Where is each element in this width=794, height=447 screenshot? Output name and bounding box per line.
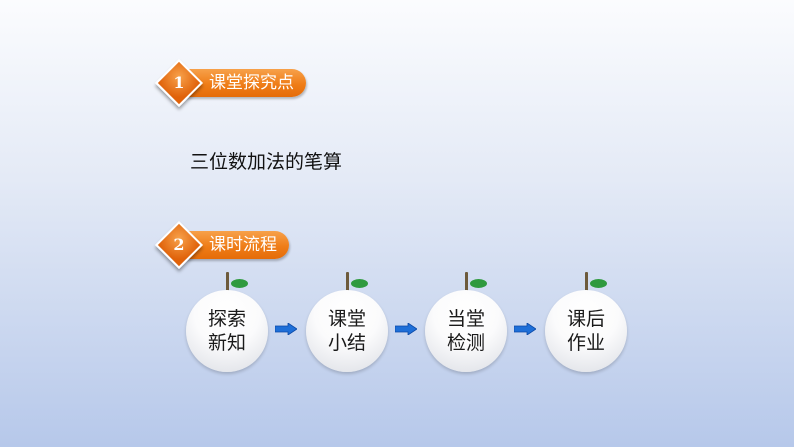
- flow-step-bubble: 探索 新知: [186, 290, 268, 372]
- flow-step-2[interactable]: 课堂 小结: [306, 272, 388, 380]
- stem-icon: [585, 272, 588, 294]
- leaf-icon: [470, 279, 487, 288]
- stem-icon: [465, 272, 468, 294]
- flow-step-bubble: 课堂 小结: [306, 290, 388, 372]
- right-arrow-icon: [514, 323, 536, 335]
- topic-text: 三位数加法的笔算: [190, 151, 343, 173]
- flow-step-line1: 当堂: [446, 308, 485, 330]
- stem-icon: [346, 272, 349, 294]
- leaf-icon: [231, 279, 248, 288]
- flow-step-line2: 检测: [446, 332, 485, 354]
- flow-step-bubble: 当堂 检测: [425, 290, 507, 372]
- leaf-icon: [351, 279, 368, 288]
- flow-step-line1: 课后: [566, 308, 605, 330]
- flow-step-line2: 作业: [566, 332, 605, 354]
- flow-step-4[interactable]: 课后 作业: [545, 272, 627, 380]
- flow-step-line1: 课堂: [327, 308, 366, 330]
- flow-step-bubble: 课后 作业: [545, 290, 627, 372]
- leaf-icon: [590, 279, 607, 288]
- flow-step-1[interactable]: 探索 新知: [186, 272, 268, 380]
- right-arrow-icon: [395, 323, 417, 335]
- flow-step-line2: 小结: [327, 332, 366, 354]
- section-number-2: 2: [173, 235, 185, 254]
- flow-step-line2: 新知: [207, 332, 246, 354]
- right-arrow-icon: [275, 323, 297, 335]
- section-number-1: 1: [173, 73, 185, 92]
- flow-step-3[interactable]: 当堂 检测: [425, 272, 507, 380]
- stem-icon: [226, 272, 229, 294]
- flow-step-line1: 探索: [207, 308, 246, 330]
